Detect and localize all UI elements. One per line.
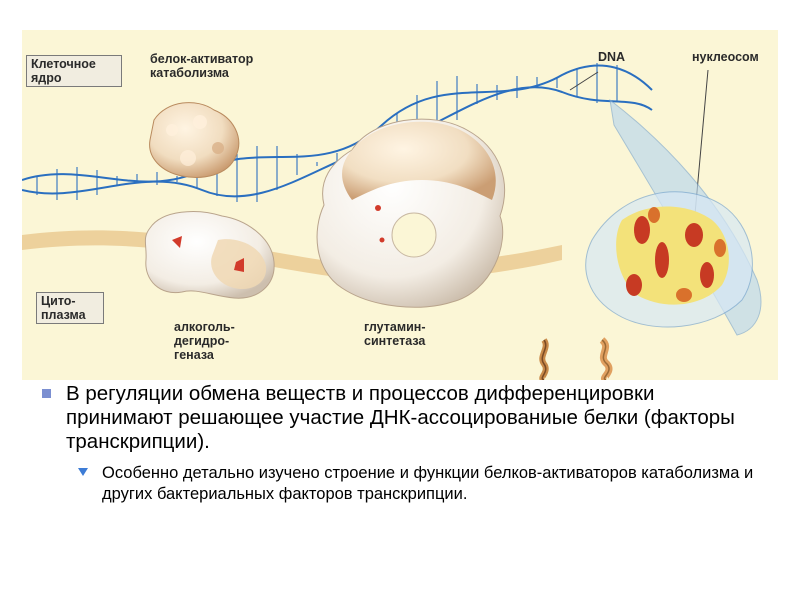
label-nucleosome: нуклеосом bbox=[692, 50, 759, 64]
bullet-level2: Особенно детально изучено строение и фун… bbox=[40, 463, 760, 505]
dna-protein-illustration: Клеточное ядро белок-активатор катаболиз… bbox=[22, 30, 778, 380]
triangle-bullet-icon bbox=[78, 468, 88, 476]
slide-text: В регуляции обмена веществ и процессов д… bbox=[40, 382, 760, 505]
bullet-level2-text: Особенно детально изучено строение и фун… bbox=[102, 464, 753, 503]
label-alcohol-dehydrogenase: алкоголь-дегидро-геназа bbox=[174, 320, 256, 362]
bullet-level1: В регуляции обмена веществ и процессов д… bbox=[40, 382, 760, 454]
label-dna: DNA bbox=[598, 50, 625, 64]
label-nucleus: Клеточное ядро bbox=[26, 55, 122, 87]
label-cytoplasm: Цито-плазма bbox=[36, 292, 104, 324]
label-catabolite-activator: белок-активатор катаболизма bbox=[150, 52, 300, 80]
square-bullet-icon bbox=[42, 389, 51, 398]
bullet-level1-text: В регуляции обмена веществ и процессов д… bbox=[66, 382, 735, 453]
label-glutamine-synthetase: глутамин-синтетаза bbox=[364, 320, 450, 348]
